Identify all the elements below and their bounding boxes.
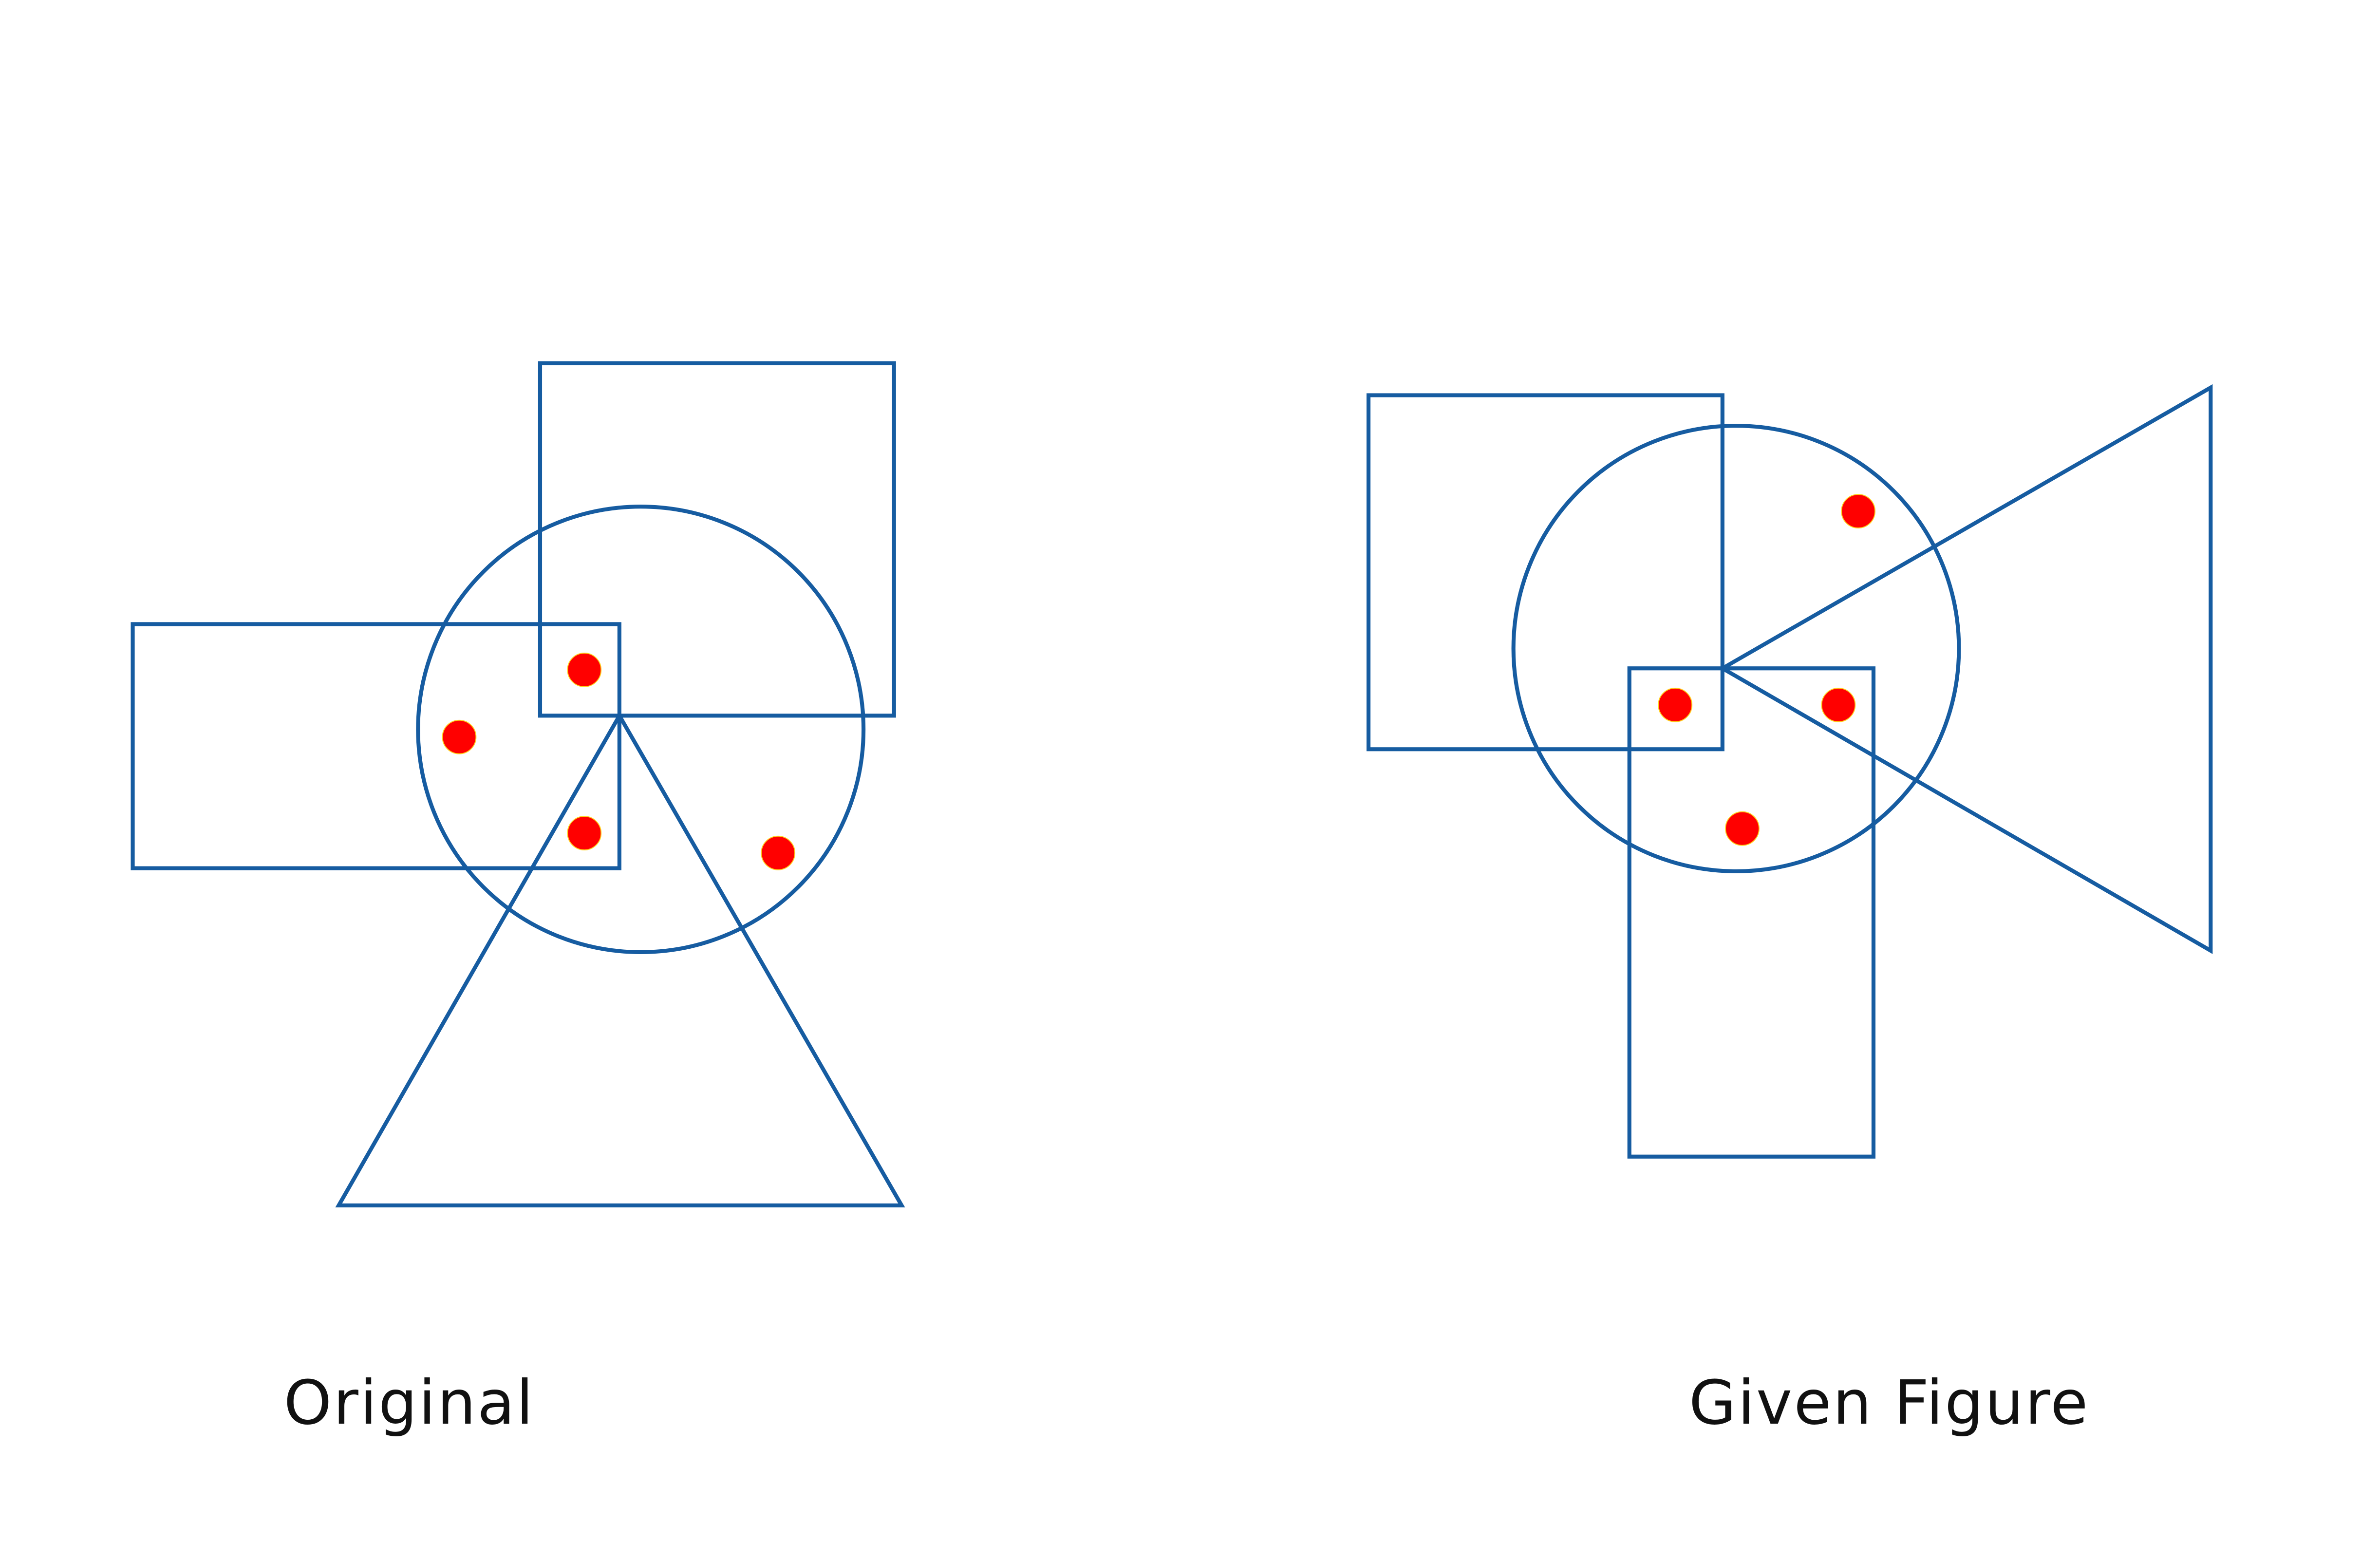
original-dot <box>442 719 477 754</box>
original-dot <box>761 835 796 870</box>
original-dot <box>567 652 602 687</box>
original-triangle <box>335 712 905 1208</box>
original-label: Original <box>284 1367 535 1438</box>
given-bottom-rectangle <box>1627 666 1876 1159</box>
given-dot <box>1841 494 1876 528</box>
given-dot <box>1821 688 1856 722</box>
given-circle <box>1511 424 1961 873</box>
original-top-square <box>538 361 896 718</box>
given-triangle <box>1718 384 2213 954</box>
original-figure: Original <box>131 361 905 1438</box>
given-figure: Given Figure <box>1366 384 2213 1438</box>
given-left-square <box>1366 393 1724 752</box>
given-dot <box>1658 688 1693 722</box>
original-left-rectangle <box>131 622 621 870</box>
given-figure-label: Given Figure <box>1689 1367 2090 1438</box>
original-circle <box>416 505 866 955</box>
original-dot <box>567 816 602 850</box>
given-dot <box>1725 811 1760 846</box>
